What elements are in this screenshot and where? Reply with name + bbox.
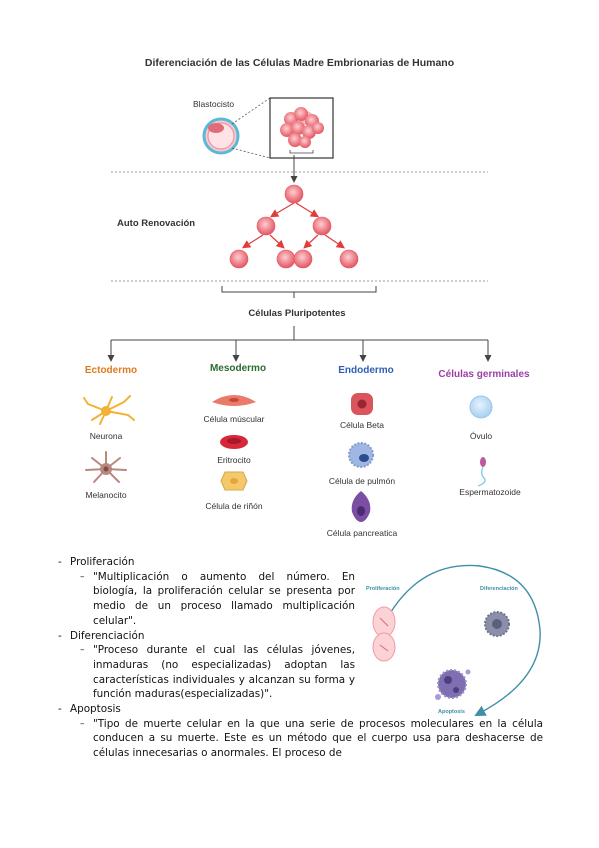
self-renewal-tree — [229, 184, 359, 269]
inner-cell-mass-icon — [280, 107, 324, 148]
blastocisto-label: Blastocisto — [193, 99, 235, 109]
blastocyst-icon — [202, 117, 240, 155]
melanocito-label: Melanocito — [85, 490, 127, 500]
quote-diferenciacion: "Proceso durante el cual las células jóv… — [80, 643, 355, 702]
ovule-icon — [469, 395, 493, 419]
lung-cell-icon — [348, 442, 374, 468]
quote-apoptosis: "Tipo de muerte celular en la que una se… — [80, 717, 543, 761]
quote-proliferacion: "Multiplicación o aumento del número. En… — [80, 570, 355, 629]
muscle-cell-icon — [212, 395, 256, 406]
ovulo-label: Óvulo — [469, 431, 493, 441]
celula-beta-label: Célula Beta — [340, 420, 384, 430]
pancreatic-cell-icon — [351, 491, 371, 522]
sperm-icon — [477, 457, 486, 487]
apoptosis-cell-icon — [435, 669, 471, 700]
germinales-heading: Células germinales — [438, 369, 530, 380]
espermatozoide-label: Espermatozoide — [459, 487, 521, 497]
kidney-cell-icon — [220, 471, 248, 491]
celula-pancreatica-label: Célula pancreatica — [326, 528, 398, 538]
celula-pulmon-label: Célula de pulmón — [328, 476, 396, 486]
cycle-diferenciacion-label: Diferenciación — [480, 586, 518, 592]
erythrocyte-icon — [220, 435, 248, 449]
neurona-label: Neurona — [89, 431, 123, 441]
auto-renovacion-label: Auto Renovación — [117, 218, 196, 229]
eritrocito-label: Eritrocito — [217, 455, 251, 465]
endodermo-heading: Endodermo — [338, 365, 394, 376]
inner-cell-mass-box — [269, 97, 334, 159]
bullet-proliferacion: Proliferación — [58, 555, 558, 570]
melanocyte-icon — [85, 451, 127, 483]
ectodermo-heading: Ectodermo — [84, 365, 138, 376]
celula-muscular-label: Célula múscular — [203, 414, 265, 424]
diagram-title: Diferenciación de las Células Madre Embr… — [144, 57, 455, 69]
bullet-apoptosis: Apoptosis — [58, 702, 558, 717]
celula-rinon-label: Célula de riñón — [205, 501, 263, 511]
beta-cell-icon — [351, 393, 373, 415]
cycle-proliferacion-label: Proliferación — [366, 586, 400, 592]
mesodermo-heading: Mesodermo — [209, 363, 267, 374]
neuron-icon — [83, 395, 135, 425]
bullet-list: Proliferación "Multiplicación o aumento … — [58, 555, 558, 761]
bullet-diferenciacion: Diferenciación — [58, 629, 558, 644]
pluripotentes-label: Células Pluripotentes — [248, 308, 346, 319]
